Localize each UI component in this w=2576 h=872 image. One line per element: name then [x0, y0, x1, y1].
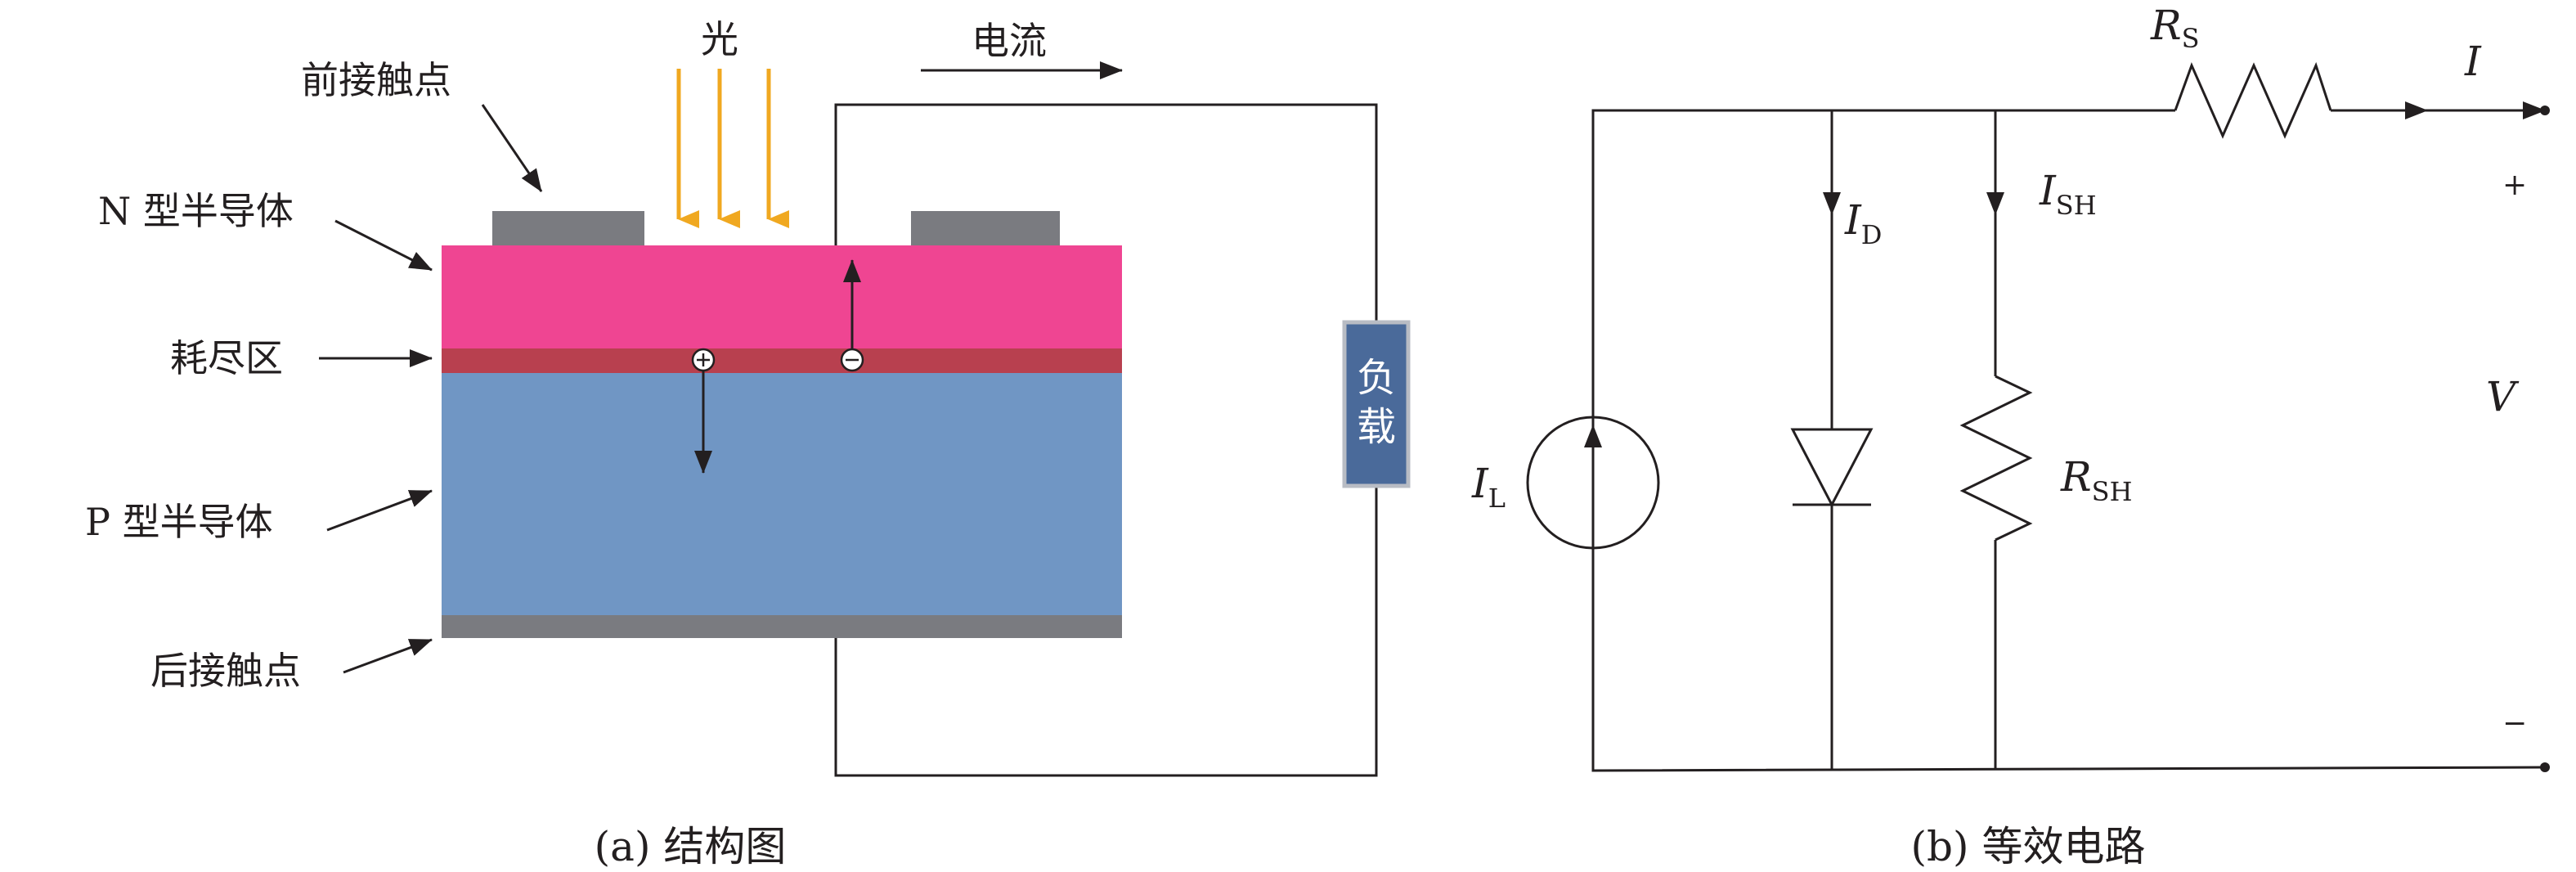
ish-label: ISH — [2039, 167, 2097, 221]
n-type-pointer — [334, 219, 433, 272]
n-type-label: N 型半导体 — [98, 189, 294, 233]
back-contact-pointer — [343, 638, 433, 674]
id-label: ID — [1844, 196, 1882, 250]
back-contact-label: 后接触点 — [150, 649, 301, 693]
plus-label: + — [2502, 169, 2527, 202]
structure-caption: (a) 结构图 — [595, 823, 787, 870]
load-label-2: 载 — [1357, 404, 1396, 450]
rsh-label: RSH — [2060, 453, 2132, 507]
current-i-label: I — [2464, 38, 2482, 85]
front-contact-label: 前接触点 — [301, 58, 451, 102]
front-contact-left — [492, 211, 644, 245]
series-resistor — [2174, 61, 2332, 139]
structure-panel: 光 电流 负 载 前接触点 N 型半导体 耗尽区 P 型半导体 后接触点 (a)… — [85, 17, 1411, 870]
depletion-layer — [442, 348, 1122, 373]
p-type-label: P 型半导体 — [85, 500, 273, 544]
front-contact-pointer — [481, 104, 543, 192]
n-type-layer — [442, 245, 1122, 348]
circuit-caption: (b) 等效电路 — [1911, 823, 2146, 870]
il-label: IL — [1471, 460, 1506, 514]
minus-label: − — [2502, 707, 2527, 740]
load-box — [1342, 320, 1411, 488]
p-type-pointer — [326, 489, 433, 532]
depletion-label: 耗尽区 — [170, 336, 283, 380]
terminal-bottom — [2540, 762, 2550, 772]
back-contact — [442, 615, 1122, 638]
load-label-1: 负 — [1357, 355, 1396, 401]
circuit-panel: RS I + V − IL ID ISH RSH (b) 等效电路 — [1471, 2, 2550, 870]
bottom-wire — [1591, 546, 2546, 772]
shunt-resistor — [1959, 375, 2033, 542]
voltage-label: V — [2486, 373, 2520, 420]
rs-label: RS — [2150, 2, 2200, 54]
front-contact-right — [911, 211, 1060, 245]
top-wire-left — [1591, 109, 2175, 489]
current-label: 电流 — [972, 19, 1047, 63]
diode-icon — [1790, 428, 1874, 508]
p-type-layer — [442, 373, 1122, 615]
current-source — [1526, 416, 1660, 550]
light-label: 光 — [701, 17, 738, 61]
terminal-top — [2540, 106, 2550, 115]
